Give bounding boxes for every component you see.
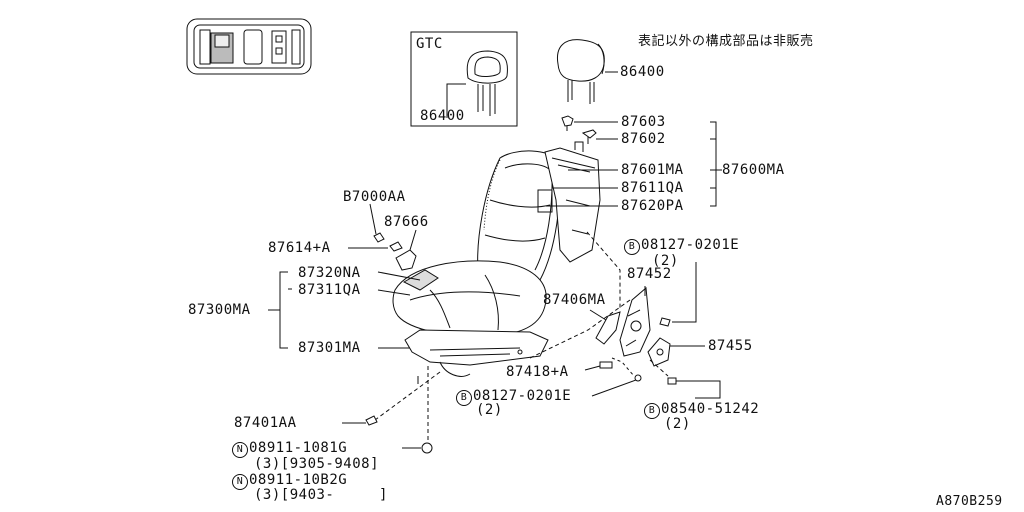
vehicle-location-icon <box>187 19 311 74</box>
clip-87602 <box>583 130 596 144</box>
bracket-87666 <box>396 250 416 270</box>
part-87611QA[interactable]: 87611QA <box>621 180 684 196</box>
nut-08911 <box>422 443 432 453</box>
part-08127-bot-qty: (2) <box>476 402 503 418</box>
part-87301MA[interactable]: 87301MA <box>298 340 361 356</box>
bolt-B7000AA <box>374 233 384 242</box>
part-08540-qty: (2) <box>664 416 691 432</box>
part-08127-bot-number: 08127-0201E <box>473 388 572 404</box>
headrest <box>557 40 604 104</box>
bolt-symbol-icon: B <box>456 390 472 406</box>
part-87455[interactable]: 87455 <box>708 338 753 354</box>
nut-08127-bot <box>635 375 641 381</box>
cover-87455 <box>648 338 670 366</box>
part-08540-number: 08540-51242 <box>661 401 760 417</box>
part-08911-10B2G-number: 08911-10B2G <box>249 472 348 488</box>
nut-symbol-icon: N <box>232 474 248 490</box>
part-08911-1081G-sub: (3)[9305-9408] <box>254 456 380 472</box>
bolt-symbol-icon: B <box>624 239 640 255</box>
cap-87418A <box>600 362 612 368</box>
clip-87603 <box>562 116 573 131</box>
nut-symbol-icon: N <box>232 442 248 458</box>
part-08127-top-qty: (2) <box>652 253 679 269</box>
headrest-gtc <box>467 51 507 116</box>
part-87401AA[interactable]: 87401AA <box>234 415 297 431</box>
part-87311QA[interactable]: 87311QA <box>298 282 361 298</box>
part-87602[interactable]: 87602 <box>621 131 666 147</box>
seat-base <box>405 330 548 376</box>
notice-text: 表記以外の構成部品は非販売 <box>638 34 814 49</box>
bolt-87401AA <box>366 416 377 425</box>
part-08911-10B2G-sub: (3)[9403- ] <box>254 487 388 503</box>
part-87320NA[interactable]: 87320NA <box>298 265 361 281</box>
part-87406MA[interactable]: 87406MA <box>543 292 606 308</box>
part-87603[interactable]: 87603 <box>621 114 666 130</box>
part-86400[interactable]: 86400 <box>620 64 665 80</box>
part-87418A[interactable]: 87418+A <box>506 364 569 380</box>
part-08911-1081G-number: 08911-1081G <box>249 440 348 456</box>
recliner-87452 <box>620 288 650 356</box>
bolt-symbol-icon: B <box>644 403 660 419</box>
bolt-08127-top <box>660 318 670 326</box>
gtc-box <box>411 32 517 126</box>
gtc-label: GTC <box>416 36 443 52</box>
part-87620PA[interactable]: 87620PA <box>621 198 684 214</box>
part-87601MA[interactable]: 87601MA <box>621 162 684 178</box>
part-87600MA[interactable]: 87600MA <box>722 162 785 178</box>
seat-cushion <box>393 261 546 336</box>
diagram-id: A870B259 <box>936 494 1003 509</box>
part-87666[interactable]: 87666 <box>384 214 429 230</box>
seatback-frame <box>538 142 600 262</box>
part-B7000AA[interactable]: B7000AA <box>343 189 406 205</box>
part-87300MA[interactable]: 87300MA <box>188 302 251 318</box>
part-87452[interactable]: 87452 <box>627 266 672 282</box>
bolt-08540 <box>668 378 676 384</box>
part-08127-top-number: 08127-0201E <box>641 237 740 253</box>
clip-87614A <box>390 242 402 251</box>
part-86400-gtc[interactable]: 86400 <box>420 108 465 124</box>
part-87614A[interactable]: 87614+A <box>268 240 331 256</box>
rail-87406MA <box>596 312 620 344</box>
